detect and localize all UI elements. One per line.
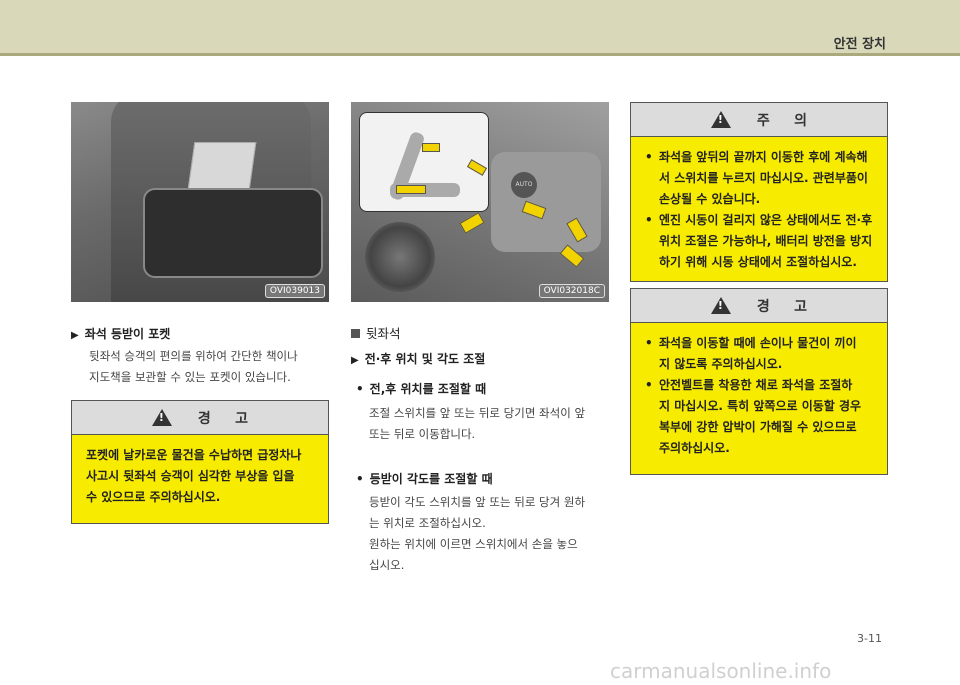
warning-box: 경 고 좌석을 이동할 때에 손이나 물건이 끼이 지 않도록 주의하십시오. … [630,288,888,475]
arrow-icon [466,159,488,176]
auto-button-illustration: AUTO [511,172,537,198]
bullet-title: •전,후 위치를 조절할 때 [356,382,487,396]
category-title: 뒷좌석 [351,323,401,342]
bullet-title: •등받이 각도를 조절할 때 [356,472,493,486]
chapter-title: 안전 장치 [833,37,886,52]
caution-header: 주 의 [631,103,887,137]
section-title: ▶좌석 등받이 포켓 [71,327,171,341]
arrow-icon [459,212,485,234]
arrow-icon [396,185,426,194]
warning-triangle-icon [151,409,172,426]
pocket-illustration [143,188,323,278]
section-title: ▶전·후 위치 및 각도 조절 [351,352,486,366]
warning-header: 경 고 [72,401,328,435]
warning-box: 경 고 포켓에 날카로운 물건을 수납하면 급정차나 사고시 뒷좌석 승객이 심… [71,400,329,524]
warning-body: 좌석을 이동할 때에 손이나 물건이 끼이 지 않도록 주의하십시오. 안전벨트… [631,323,887,467]
seat-diagram-inset [359,112,489,212]
caution-item: 엔진 시동이 걸리지 않은 상태에서도 전·후 위치 조절은 가능하나, 배터리… [643,210,875,273]
bullet-body: 조절 스위치를 앞 또는 뒤로 당기면 좌석이 앞 또는 뒤로 이동합니다. [369,406,586,441]
warning-triangle-icon [710,111,731,128]
arrow-icon [422,143,440,152]
photo-code: OVI039013 [264,284,325,298]
watermark-text: carmanualsonline.info [610,659,832,683]
booklet-illustration [187,142,257,190]
warning-header: 경 고 [631,289,887,323]
bullet-body: 등받이 각도 스위치를 앞 또는 뒤로 당겨 원하 는 위치로 조절하십시오. … [369,495,586,572]
warning-item: 좌석을 이동할 때에 손이나 물건이 끼이 지 않도록 주의하십시오. [643,333,875,375]
square-icon [351,329,360,338]
page-number: 3-11 [857,632,882,645]
caution-item: 좌석을 앞뒤의 끝까지 이동한 후에 계속해 서 스위치를 누르지 마십시오. … [643,147,875,210]
section-body: 뒷좌석 승객의 편의를 위하여 간단한 책이나 지도책을 보관할 수 있는 포켓… [89,349,298,384]
caution-body: 좌석을 앞뒤의 끝까지 이동한 후에 계속해 서 스위치를 누르지 마십시오. … [631,137,887,281]
caution-box: 주 의 좌석을 앞뒤의 끝까지 이동한 후에 계속해 서 스위치를 누르지 마십… [630,102,888,282]
triangle-right-icon: ▶ [351,355,359,366]
page-header: 안전 장치 [0,0,960,56]
speaker-illustration [365,222,435,292]
triangle-right-icon: ▶ [71,330,79,341]
warning-body: 포켓에 날카로운 물건을 수납하면 급정차나 사고시 뒷좌석 승객이 심각한 부… [86,448,302,504]
warning-triangle-icon [710,297,731,314]
seat-pocket-photo: OVI039013 [71,102,329,302]
photo-code: OVI032018C [538,284,605,298]
warning-item: 안전벨트를 착용한 채로 좌석을 조절하 지 마십시오. 특히 앞쪽으로 이동할… [643,375,875,459]
seat-switch-photo: AUTO OVI032018C [351,102,609,302]
